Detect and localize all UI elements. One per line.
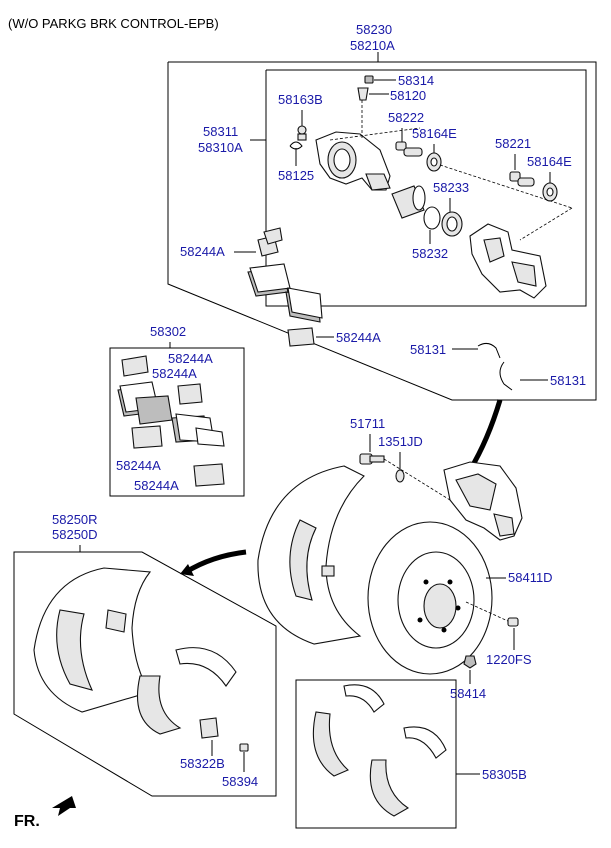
label-58244A-5: 58244A: [116, 458, 161, 473]
label-1351JD: 1351JD: [378, 434, 423, 449]
label-58232: 58232: [412, 246, 448, 261]
label-58310A: 58310A: [198, 140, 243, 155]
carrier-bracket-part: [469, 223, 547, 299]
label-58244A-6: 58244A: [134, 478, 179, 493]
label-58163B: 58163B: [278, 92, 323, 107]
pad-clip-part-1: [257, 227, 283, 257]
kit-pad-part-2: [135, 395, 173, 425]
label-58302: 58302: [150, 324, 186, 339]
parking-shoe-part-1: [136, 647, 237, 735]
fr-arrow-icon: [52, 796, 76, 816]
label-58244A-1: 58244A: [180, 244, 225, 259]
anti-rattle-spring-1: [477, 342, 501, 359]
label-58394: 58394: [222, 774, 258, 789]
pad-kit-box: [109, 347, 245, 497]
label-58414: 58414: [450, 686, 486, 701]
brake-disc-part: [367, 521, 493, 675]
label-58311: 58311: [203, 124, 238, 139]
adjuster-screw-part: [239, 743, 249, 752]
header-note: (W/O PARKG BRK CONTROL-EPB): [8, 16, 219, 31]
label-58250D: 58250D: [52, 527, 98, 542]
label-58244A-3: 58244A: [168, 351, 213, 366]
brake-pad-part-2: [285, 287, 323, 323]
assembly-arrow-2-head: [180, 564, 194, 576]
assembly-arrow-1: [467, 399, 503, 472]
kit-clip-part-2: [177, 383, 203, 405]
spring-clip-part: [289, 141, 303, 150]
parking-shoe-part-3: [369, 726, 447, 817]
disc-screw-part: [507, 617, 519, 627]
kit-pad-part-4: [195, 427, 225, 447]
dust-shield-part: [257, 465, 365, 645]
fr-direction-label: FR.: [14, 813, 40, 830]
bleeder-cap-part: [364, 75, 396, 84]
label-58314: 58314: [398, 73, 434, 88]
boot-part-2: [542, 182, 558, 202]
caliper-assembly-box: [167, 52, 597, 401]
guide-pin-part: [395, 141, 423, 157]
kit-clip-part-4: [193, 463, 225, 487]
label-58305B: 58305B: [482, 767, 527, 782]
label-58322B: 58322B: [180, 756, 225, 771]
guide-bolt-part: [297, 125, 307, 141]
label-58222: 58222: [388, 110, 424, 125]
kit-clip-part-3: [131, 425, 163, 449]
label-58250R: 58250R: [52, 512, 98, 527]
brake-pad-part-1: [247, 263, 291, 297]
backing-plate-part: [33, 567, 152, 713]
bleeder-screw-part: [357, 87, 389, 101]
label-58411D: 58411D: [508, 570, 553, 585]
label-58164E-1: 58164E: [412, 126, 457, 141]
label-58131-2: 58131: [550, 373, 586, 388]
kit-clip-part-1: [121, 355, 149, 377]
piston-seal-part: [423, 206, 441, 230]
label-58233: 58233: [433, 180, 469, 195]
label-58244A-2: 58244A: [336, 330, 381, 345]
pad-clip-part-2: [287, 327, 315, 347]
assembled-caliper-part: [443, 461, 523, 541]
parking-brake-box: [13, 551, 277, 797]
label-58230: 58230: [356, 22, 392, 37]
label-58125: 58125: [278, 168, 314, 183]
label-51711: 51711: [350, 416, 385, 431]
guide-pin-part-2: [509, 171, 535, 187]
adjuster-part: [199, 717, 219, 739]
piston-boot-part: [441, 211, 463, 237]
shoe-kit-box: [295, 679, 457, 829]
assembly-arrow-2: [184, 549, 247, 575]
boot-part-1: [426, 152, 442, 172]
hub-bolt-part: [359, 453, 385, 465]
label-58120: 58120: [390, 88, 426, 103]
label-1220FS: 1220FS: [486, 652, 532, 667]
label-58210A: 58210A: [350, 38, 395, 53]
washer-part: [395, 469, 405, 483]
caliper-housing-part: [315, 131, 391, 191]
piston-part: [391, 185, 426, 219]
anti-rattle-spring-2: [499, 361, 513, 391]
label-58131-1: 58131: [410, 342, 446, 357]
hub-nut-part: [463, 655, 477, 669]
label-58244A-4: 58244A: [152, 366, 197, 381]
label-58221: 58221: [495, 136, 531, 151]
parking-shoe-part-2: [312, 684, 385, 777]
label-58164E-2: 58164E: [527, 154, 572, 169]
